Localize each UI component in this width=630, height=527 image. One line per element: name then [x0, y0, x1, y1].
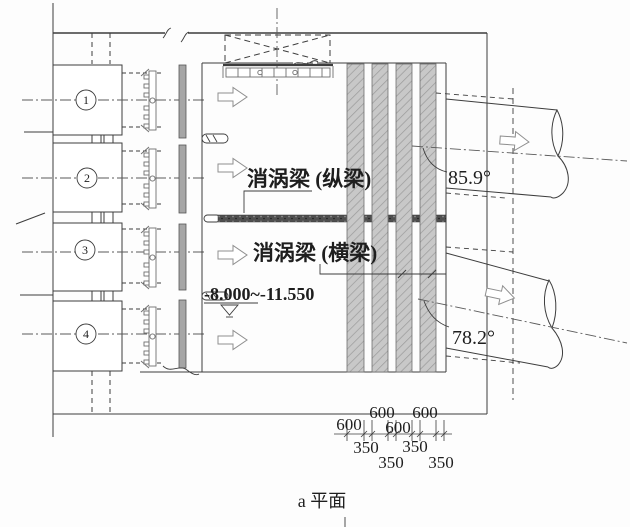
pump-block-4	[52, 300, 123, 372]
block-gate-dashes	[122, 72, 163, 364]
caption: a 平面	[298, 491, 347, 511]
dimension-line	[334, 420, 452, 441]
outlet-pipe-upper	[411, 92, 628, 199]
intake-gates	[140, 68, 157, 369]
label-elevation: -8.000~-11.550	[204, 284, 314, 304]
dim-600-3: 600	[385, 418, 411, 437]
flow-arrow-bay-3	[217, 245, 248, 265]
dim-350-3: 350	[378, 453, 404, 472]
flow-arrow-bay-4	[217, 330, 248, 350]
intake-gate-3	[140, 225, 157, 290]
left-margin-marks	[15, 131, 53, 296]
dim-600-1: 600	[336, 415, 362, 434]
dim-600-2: 600	[369, 403, 395, 422]
dim-350-2: 350	[402, 437, 428, 456]
trash-rack-beam	[222, 63, 334, 78]
flow-arrow-bay-1	[217, 87, 248, 107]
label-angle-lower: 78.2°	[452, 327, 495, 349]
intake-gate-1	[140, 68, 157, 133]
flow-arrow-bay-2	[217, 158, 248, 178]
flow-arrow-pipe-upper	[498, 130, 531, 152]
outlet-pipe-lower	[417, 246, 628, 369]
intake-gate-4	[140, 304, 157, 369]
hidden-edge-dashes	[91, 33, 111, 414]
water-level-icon	[204, 302, 258, 318]
bay-centerlines	[22, 99, 204, 335]
label-transverse-beam: 消涡梁 (横梁)	[253, 241, 377, 265]
crane-hatch	[224, 34, 331, 64]
vortex-beams-transverse	[346, 63, 437, 373]
dim-350-1: 350	[353, 438, 379, 457]
angle-arc-lower	[423, 300, 450, 328]
dim-350-4: 350	[428, 453, 454, 472]
label-angle-upper: 85.9°	[448, 167, 491, 189]
bay-number-3: 3	[82, 243, 88, 257]
label-longitudinal-beam: 消涡梁 (纵梁)	[247, 167, 371, 191]
gate-slot-strip	[178, 64, 187, 369]
bay-number-4: 4	[83, 327, 89, 341]
flow-arrow-pipe-lower	[483, 282, 517, 308]
dim-600-4: 600	[412, 403, 438, 422]
bay-number-2: 2	[84, 171, 90, 185]
intake-gate-2	[140, 146, 157, 211]
bay-number-circles	[74, 89, 98, 345]
vortex-beam-longitudinal	[217, 214, 447, 223]
label-leaders	[243, 190, 446, 279]
bay-number-1: 1	[83, 93, 89, 107]
angle-arc-upper	[422, 147, 448, 173]
pier-noses	[201, 133, 229, 301]
